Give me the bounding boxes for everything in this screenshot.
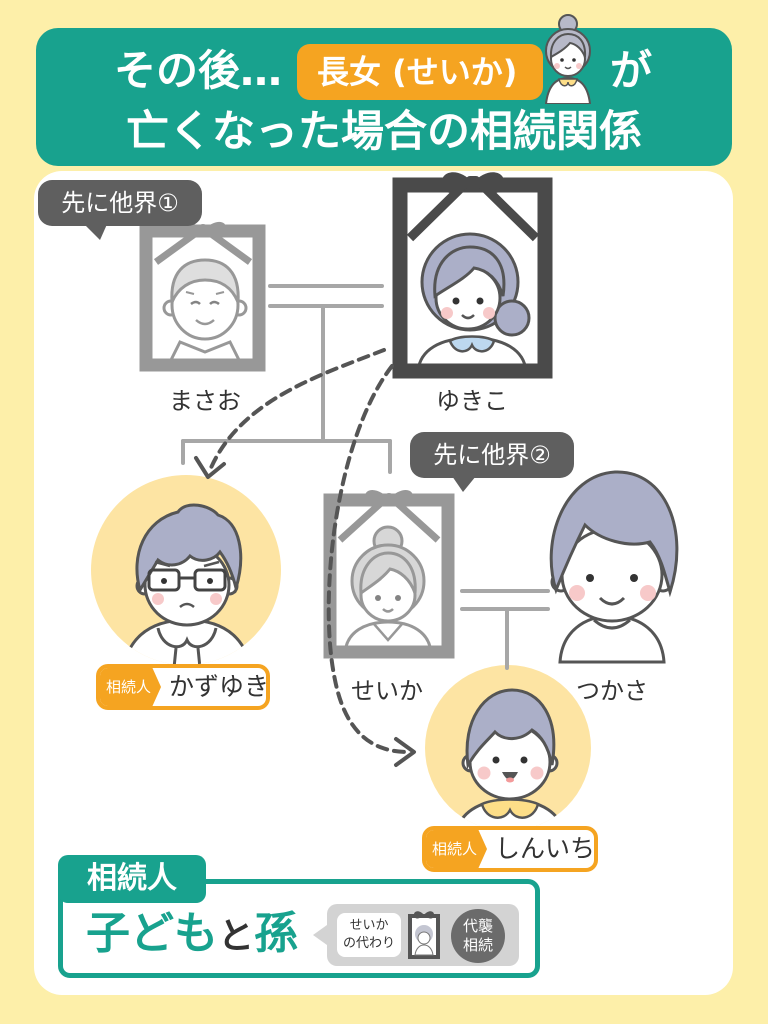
note-card: せいか の代わり <box>337 913 401 957</box>
summary-tab: 相続人 <box>58 855 206 903</box>
heir-label-shinichi: 相続人 しんいち <box>422 826 598 872</box>
arrow-to-kazuyuki <box>208 348 386 472</box>
badge-line1: 代襲 <box>462 917 493 935</box>
header-banner: その後… 長女 (せいか) が 亡くなった場合の相続関係 <box>36 28 732 166</box>
header-prefix: その後… <box>114 46 283 95</box>
mourning-ribbon-icon <box>441 172 505 194</box>
bubble-tail-second <box>452 476 476 492</box>
arrowhead-shinichi <box>394 737 416 767</box>
name-seika: せいか <box>351 677 423 705</box>
note-line2: の代わり <box>342 936 395 951</box>
badge-line2: 相続 <box>462 936 493 954</box>
glasses-icon <box>147 568 227 592</box>
header-title-line2: 亡くなった場合の相続関係 <box>126 107 642 157</box>
heir-name: しんいち <box>495 834 596 863</box>
summary-grandchild: 孫 <box>254 908 299 959</box>
heir-name: かずゆき <box>169 672 270 701</box>
header-suffix: が <box>610 46 653 95</box>
header-highlight-text: 長女 (せいか) <box>317 53 518 91</box>
bubble-tail-first <box>82 222 108 240</box>
summary-heirs: 子どもと孫 <box>86 904 298 964</box>
arrow-to-shinichi <box>326 364 410 754</box>
tsukasa-figure <box>549 470 679 664</box>
inheritance-arrows <box>194 348 416 767</box>
arrowhead-kazuyuki <box>194 456 226 479</box>
shinichi-figure <box>453 688 567 831</box>
deceased-first-bubble: 先に他界① <box>38 180 202 226</box>
seika-face-icon <box>544 14 592 104</box>
note-line1: せいか <box>349 918 389 933</box>
name-yukiko: ゆきこ <box>436 387 508 415</box>
summary-box <box>58 879 540 978</box>
substitute-inheritance-badge: 代襲 相続 <box>451 909 505 963</box>
summary-and: と <box>218 916 255 957</box>
name-tsukasa: つかさ <box>576 677 648 705</box>
heir-label-kazuyuki: 相続人 かずゆき <box>96 664 270 710</box>
masao-portrait <box>139 221 266 372</box>
yukiko-portrait <box>392 172 553 379</box>
summary-children: 子ども <box>86 908 218 959</box>
header-highlight-pill: 長女 (せいか) <box>297 44 543 100</box>
name-masao: まさお <box>169 387 241 415</box>
heir-tag: 相続人 <box>426 830 488 868</box>
representation-note: せいか の代わり 代襲 相続 <box>313 904 519 966</box>
memorial-portrait-icon <box>408 911 440 959</box>
heir-tag: 相続人 <box>100 668 162 706</box>
seika-portrait <box>323 489 455 659</box>
deceased-second-bubble: 先に他界② <box>410 432 574 478</box>
